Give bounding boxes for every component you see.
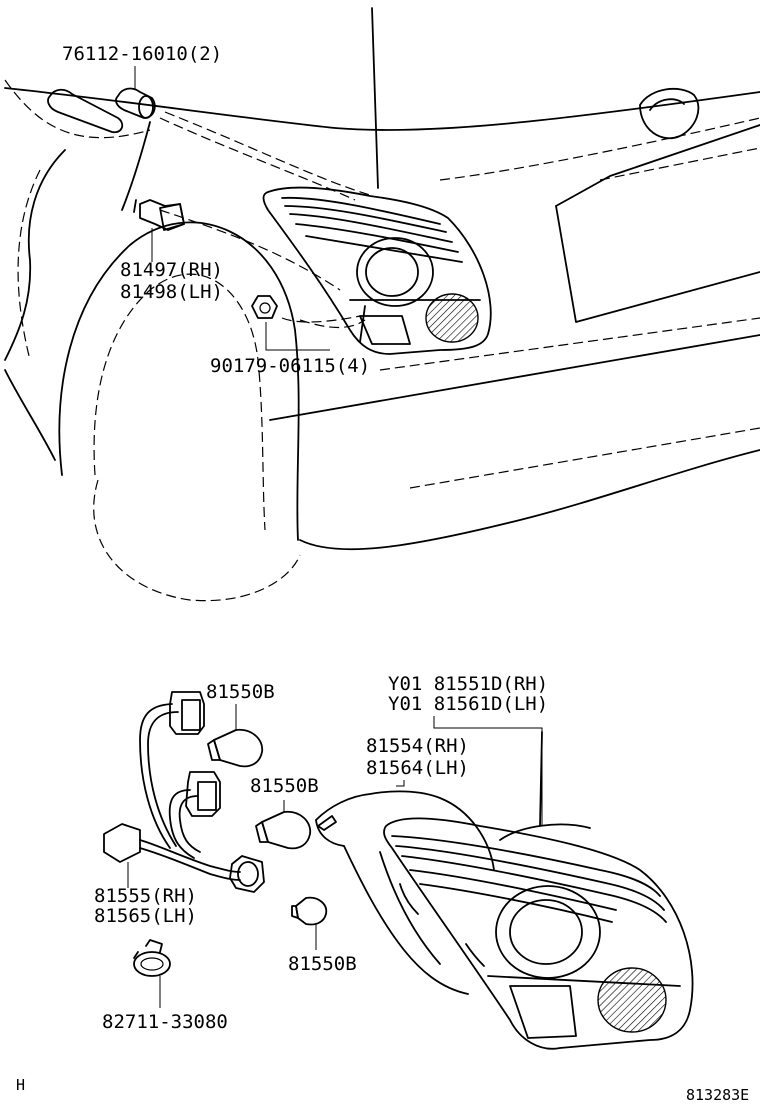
- clip-81497: [133, 199, 185, 231]
- label-81564: 81564(LH): [366, 757, 469, 779]
- label-81550b-upper: 81550B: [206, 681, 275, 703]
- footer-left-mark: H: [16, 1076, 25, 1094]
- label-82711: 82711-33080: [102, 1011, 228, 1033]
- leader-90179: [265, 322, 330, 351]
- label-90179: 90179-06115(4): [210, 355, 370, 377]
- gasket-81554: [315, 790, 495, 995]
- bulb-81550b-middle: [255, 810, 312, 850]
- leader-81554: [396, 780, 405, 787]
- label-81561d: Y01 81561D(LH): [388, 693, 548, 715]
- leader-76112-dashed: [159, 117, 356, 201]
- label-81555: 81555(RH): [94, 885, 197, 907]
- bulb-81550b-lower: [291, 896, 328, 926]
- rear-wheel-arch: [17, 169, 301, 602]
- clamp-82711: [133, 939, 171, 977]
- label-81554: 81554(RH): [366, 735, 469, 757]
- label-81550b-middle: 81550B: [250, 775, 319, 797]
- label-81550b-lower: 81550B: [288, 953, 357, 975]
- label-81565: 81565(LH): [94, 905, 197, 927]
- diagram-id: 813283E: [686, 1086, 749, 1104]
- tail-lamp-installed: [262, 186, 492, 355]
- bulb-81550b-upper: [207, 728, 264, 768]
- label-76112: 76112-16010(2): [62, 43, 222, 65]
- label-81498: 81498(LH): [120, 281, 223, 303]
- clip-76112: [47, 87, 156, 134]
- vehicle-body-outline: [4, 7, 760, 551]
- nut-90179: [251, 295, 278, 319]
- leader-90179-dashed: [281, 315, 361, 323]
- label-81551d: Y01 81551D(RH): [388, 673, 548, 695]
- body-dashed-lines: [4, 79, 760, 489]
- tail-lamp-assembly-81551d: [383, 731, 694, 1050]
- wire-harness-81555: [103, 691, 265, 893]
- label-81497: 81497(RH): [120, 259, 223, 281]
